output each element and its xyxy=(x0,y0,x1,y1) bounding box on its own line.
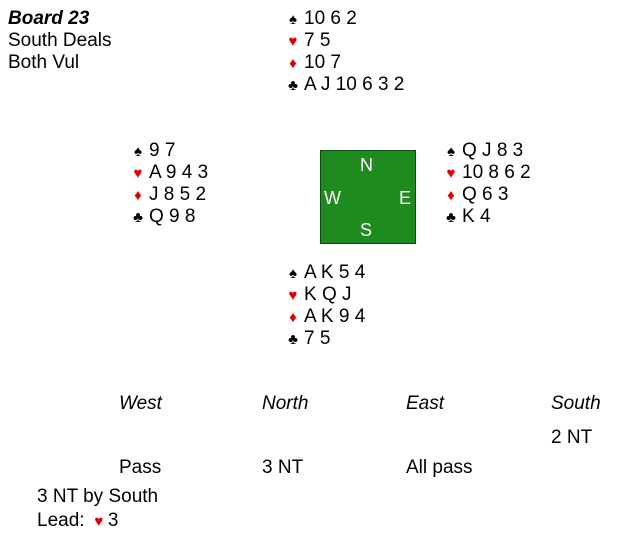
auction-header-west: West xyxy=(119,393,162,414)
north-diamonds-cards: 10 7 xyxy=(304,52,341,73)
east-clubs-cards: K 4 xyxy=(462,206,491,227)
compass-north: N xyxy=(360,155,373,175)
auction-bid-north-2: 3 NT xyxy=(262,457,304,478)
club-icon: ♣ xyxy=(288,331,298,348)
opening-lead: Lead: ♥3 xyxy=(37,510,118,533)
heart-icon: ♥ xyxy=(133,165,143,182)
diamond-icon: ♦ xyxy=(134,187,142,204)
east-diamonds-cards: Q 6 3 xyxy=(462,184,509,205)
club-icon: ♣ xyxy=(133,209,143,226)
auction-header-south: South xyxy=(551,393,601,414)
heart-icon: ♥ xyxy=(94,513,104,530)
compass-table: N W E S xyxy=(320,150,416,244)
lead-card: 3 xyxy=(107,510,119,531)
club-icon: ♣ xyxy=(288,77,298,94)
spade-icon: ♠ xyxy=(289,265,297,282)
club-icon: ♣ xyxy=(446,209,456,226)
south-hearts: ♥ K Q J xyxy=(282,284,352,307)
south-spades-cards: A K 5 4 xyxy=(304,262,366,283)
vulnerability-info: Both Vul xyxy=(8,52,80,73)
auction-bid-south-1: 2 NT xyxy=(551,427,593,448)
north-clubs-cards: A J 10 6 3 2 xyxy=(304,74,405,95)
compass-south: S xyxy=(360,220,373,240)
north-spades-cards: 10 6 2 xyxy=(304,8,357,29)
spade-icon: ♠ xyxy=(134,143,142,160)
auction-header-east: East xyxy=(406,393,445,414)
contract-text: 3 NT by South xyxy=(37,486,159,507)
south-clubs: ♣ 7 5 xyxy=(282,328,330,351)
north-spades: ♠ 10 6 2 xyxy=(282,8,357,31)
east-hearts: ♥ 10 8 6 2 xyxy=(440,162,531,185)
lead-label: Lead: xyxy=(37,510,85,531)
south-diamonds: ♦ A K 9 4 xyxy=(282,306,365,329)
west-hearts-cards: A 9 4 3 xyxy=(149,162,209,183)
west-clubs: ♣ Q 9 8 xyxy=(127,206,195,229)
compass-east: E xyxy=(399,188,412,208)
heart-icon: ♥ xyxy=(288,287,298,304)
west-clubs-cards: Q 9 8 xyxy=(149,206,196,227)
east-diamonds: ♦ Q 6 3 xyxy=(440,184,508,207)
north-diamonds: ♦ 10 7 xyxy=(282,52,341,75)
diamond-icon: ♦ xyxy=(289,55,297,72)
west-diamonds: ♦ J 8 5 2 xyxy=(127,184,206,207)
south-spades: ♠ A K 5 4 xyxy=(282,262,365,285)
east-spades-cards: Q J 8 3 xyxy=(462,140,524,161)
diamond-icon: ♦ xyxy=(289,309,297,326)
west-diamonds-cards: J 8 5 2 xyxy=(149,184,207,205)
south-hearts-cards: K Q J xyxy=(304,284,352,305)
east-clubs: ♣ K 4 xyxy=(440,206,491,229)
compass-west: W xyxy=(324,188,341,208)
south-clubs-cards: 7 5 xyxy=(304,328,331,349)
west-hearts: ♥ A 9 4 3 xyxy=(127,162,209,185)
east-hearts-cards: 10 8 6 2 xyxy=(462,162,531,183)
west-spades-cards: 9 7 xyxy=(149,140,176,161)
north-hearts-cards: 7 5 xyxy=(304,30,331,51)
auction-bid-east-2: All pass xyxy=(406,457,473,478)
spade-icon: ♠ xyxy=(289,11,297,28)
west-spades: ♠ 9 7 xyxy=(127,140,175,163)
north-hearts: ♥ 7 5 xyxy=(282,30,331,53)
east-spades: ♠ Q J 8 3 xyxy=(440,140,523,163)
spade-icon: ♠ xyxy=(447,143,455,160)
dealer-info: South Deals xyxy=(8,30,112,51)
north-clubs: ♣ A J 10 6 3 2 xyxy=(282,74,404,97)
south-diamonds-cards: A K 9 4 xyxy=(304,306,366,327)
diamond-icon: ♦ xyxy=(447,187,455,204)
heart-icon: ♥ xyxy=(446,165,456,182)
heart-icon: ♥ xyxy=(288,33,298,50)
auction-header-north: North xyxy=(262,393,309,414)
auction-bid-west-2: Pass xyxy=(119,457,162,478)
board-title: Board 23 xyxy=(8,8,90,29)
